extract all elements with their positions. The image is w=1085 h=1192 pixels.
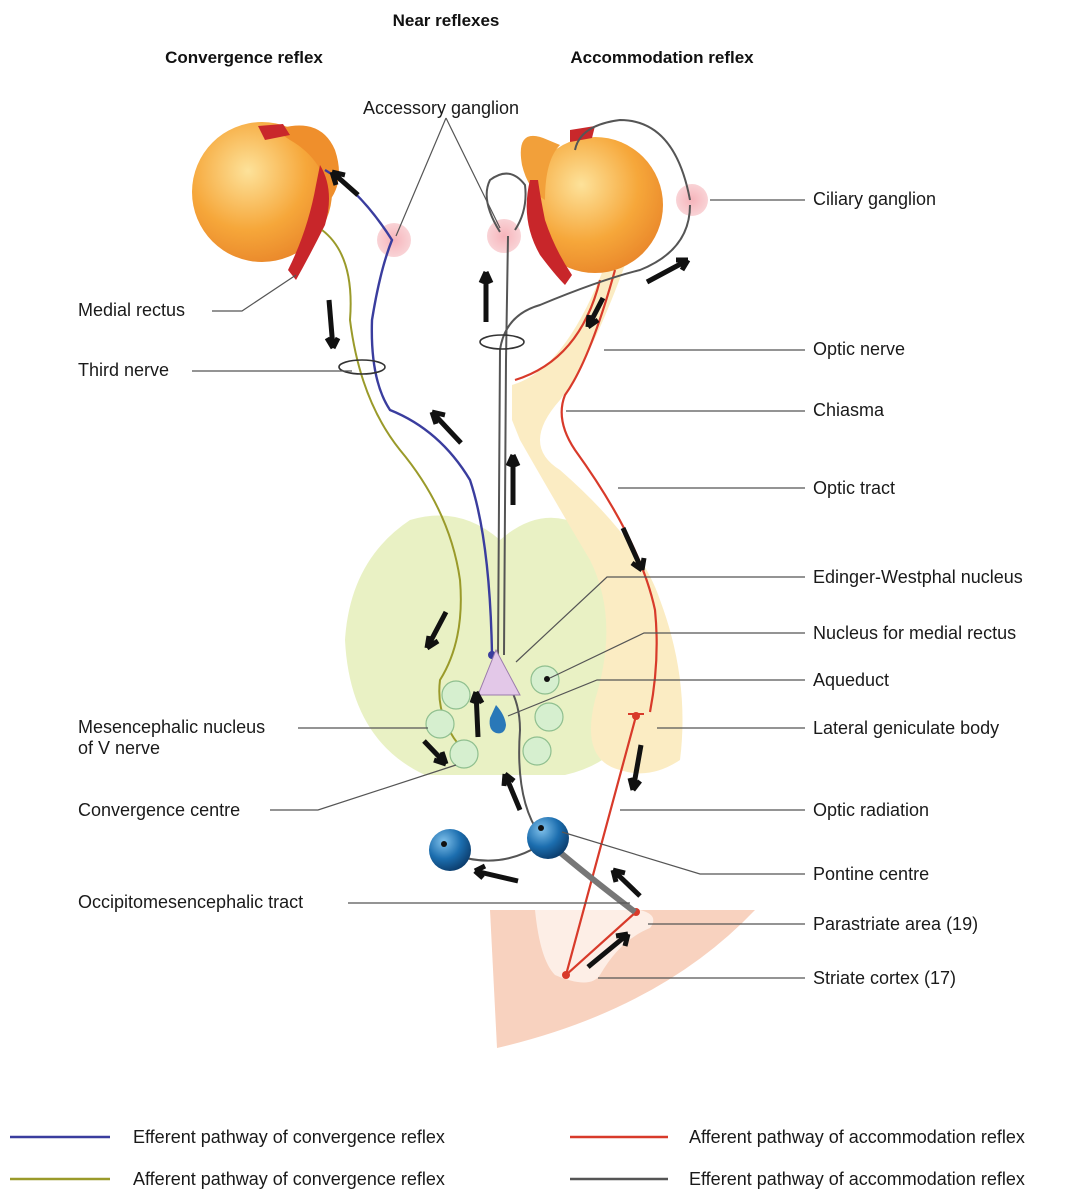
pontine-dot (538, 825, 544, 831)
legend: Efferent pathway of convergence reflex A… (10, 1127, 1025, 1189)
left-eye (192, 122, 339, 280)
left-accessory-ganglion (377, 223, 411, 257)
nucleus-right-3 (523, 737, 551, 765)
ciliary-ganglion-label: Ciliary ganglion (813, 189, 936, 209)
optic-nerve-label: Optic nerve (813, 339, 905, 359)
edinger-westphal-label: Edinger-Westphal nucleus (813, 567, 1023, 587)
striate-dot (562, 971, 570, 979)
arrow-5 (508, 455, 518, 505)
ciliary-ganglion (676, 184, 708, 216)
legend-label-efferent-accommodation: Efferent pathway of accommodation reflex (689, 1169, 1025, 1189)
optic-tract-label: Optic tract (813, 478, 895, 498)
legend-label-afferent-convergence: Afferent pathway of convergence reflex (133, 1169, 445, 1189)
third-nerve-label: Third nerve (78, 360, 169, 380)
arrow-14 (475, 866, 518, 881)
accessory-ganglion-label: Accessory ganglion (363, 98, 519, 118)
accommodation-reflex-heading: Accommodation reflex (570, 48, 754, 67)
convergence-centre-label: Convergence centre (78, 800, 240, 820)
striate-label: Striate cortex (17) (813, 968, 956, 988)
legend-label-efferent-convergence: Efferent pathway of convergence reflex (133, 1127, 445, 1147)
nucleus-left-1 (442, 681, 470, 709)
chiasma-label: Chiasma (813, 400, 885, 420)
parastriate-label: Parastriate area (19) (813, 914, 978, 934)
pontine-left-dot (441, 841, 447, 847)
arrow-15 (613, 870, 640, 896)
legend-label-afferent-accommodation: Afferent pathway of accommodation reflex (689, 1127, 1025, 1147)
optic-radiation-label: Optic radiation (813, 800, 929, 820)
accessory-ganglion-leader (396, 118, 500, 236)
occipitomesencephalic-label: Occipitomesencephalic tract (78, 892, 303, 912)
arrow-13 (504, 774, 520, 810)
pontine-centre-ball (527, 817, 569, 859)
left-third-nerve-ring (339, 360, 385, 374)
nucleus-medial-rectus-label: Nucleus for medial rectus (813, 623, 1016, 643)
aqueduct-label: Aqueduct (813, 670, 889, 690)
convergence-reflex-heading: Convergence reflex (165, 48, 323, 67)
nucleus-right-2 (535, 703, 563, 731)
diagram-title: Near reflexes (393, 11, 500, 30)
nucleus-left-2 (426, 710, 454, 738)
mesencephalic-label-line1: Mesencephalic nucleus (78, 717, 265, 737)
lateral-geniculate-label: Lateral geniculate body (813, 718, 999, 738)
pontine-left-ball (429, 829, 471, 871)
arrow-2 (327, 300, 338, 348)
pontine-centre-label: Pontine centre (813, 864, 929, 884)
medial-rectus-leader (212, 275, 296, 311)
convergence-centre-nucleus (450, 740, 478, 768)
right-eye (521, 126, 663, 285)
mesencephalic-label-line2: of V nerve (78, 738, 160, 758)
arrow-1 (332, 172, 358, 195)
medial-rectus-dot (544, 676, 550, 682)
right-accessory-ganglion (487, 219, 521, 253)
arrow-4 (481, 272, 491, 322)
medial-rectus-label: Medial rectus (78, 300, 185, 320)
